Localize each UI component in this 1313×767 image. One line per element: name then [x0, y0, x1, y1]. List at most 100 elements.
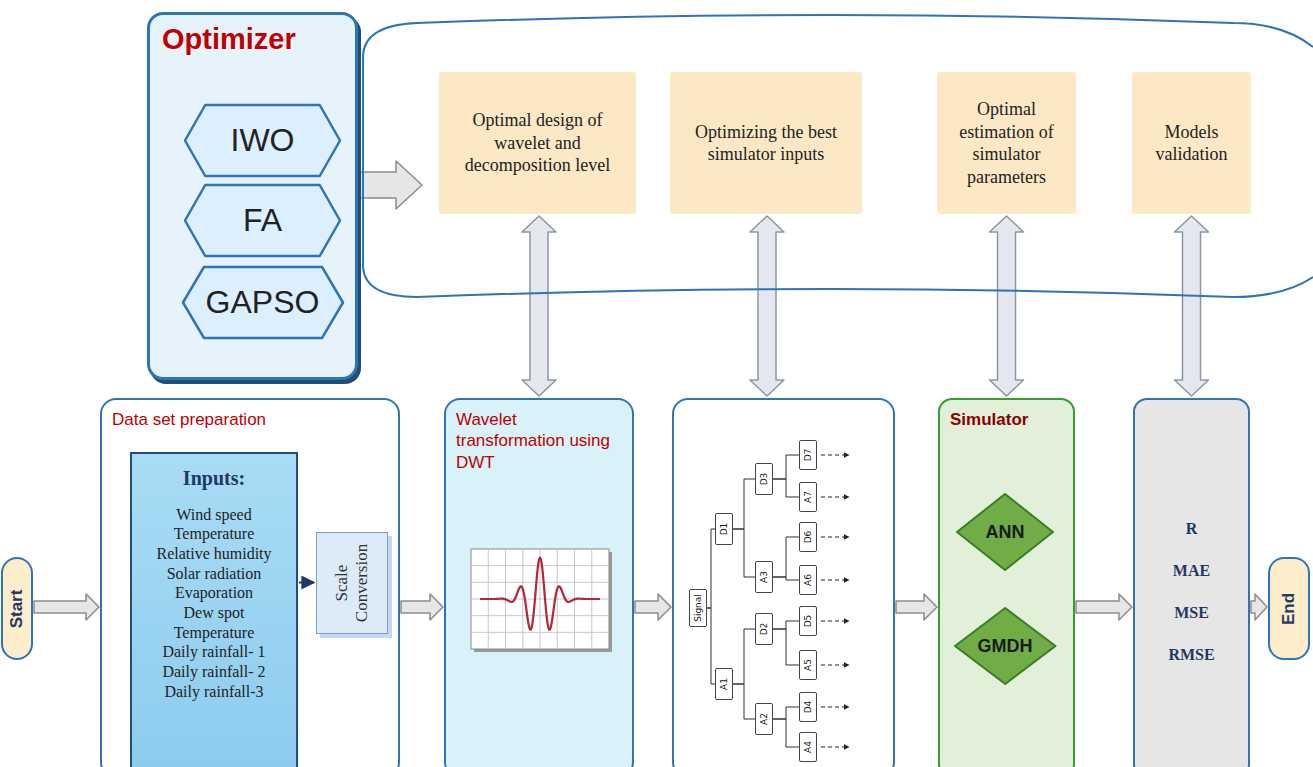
tree-link: [773, 537, 799, 577]
tree-node: A2: [755, 703, 773, 735]
box-label: Temperature: [174, 524, 255, 544]
task-box: Optimizing the best simulator inputs: [670, 72, 862, 214]
hexagon-shape: [183, 267, 343, 338]
tree-link: [707, 608, 715, 684]
box-label: Optimal design of wavelet and decomposit…: [445, 109, 630, 177]
box-label: Optimal estimation of simulator paramete…: [943, 98, 1070, 188]
end-terminal: End: [1268, 557, 1310, 660]
exchange-arrow: [750, 216, 784, 396]
box-label: IWO: [231, 122, 295, 159]
leaf-output-arrow: [821, 621, 849, 622]
box-label: ANN: [986, 522, 1025, 543]
leaf-output-arrow: [821, 537, 849, 538]
box-label: R: [1186, 520, 1198, 538]
tree-node: A3: [755, 561, 773, 593]
box-label: A6: [803, 574, 813, 586]
panel-title: Data set preparation: [102, 400, 398, 439]
wavelet-panel: Wavelet transformation using DWT: [444, 398, 634, 767]
tree-link: [773, 707, 799, 719]
decomposition-panel: SignalD1A1D3A3D2A2D7A7D6A6D5A5D4A4: [672, 398, 895, 767]
tree-link: [733, 684, 755, 719]
flow-arrow: [1251, 594, 1267, 620]
flow-arrow: [635, 594, 671, 620]
box-label: MAE: [1173, 562, 1210, 580]
wavelet-illustration: [470, 548, 614, 654]
box-label: GMDH: [978, 636, 1033, 657]
tree-node: A4: [799, 732, 817, 762]
box-label: Daily rainfall-3: [164, 682, 263, 702]
box-label: Evaporation: [175, 583, 253, 603]
hexagon-shape: [185, 105, 340, 176]
grid-line: [471, 582, 609, 583]
box-label: D5: [803, 615, 813, 628]
panel-title: Wavelet transformation using DWT: [446, 400, 632, 482]
tree-link: [773, 479, 799, 497]
panel-title: Simulator: [940, 400, 1073, 440]
tree-node: D5: [799, 606, 817, 636]
algorithm-hexagon: FA: [183, 183, 342, 258]
tree-node: D2: [755, 613, 773, 645]
tree-node: D3: [755, 463, 773, 495]
box-label: Temperature: [174, 623, 255, 643]
box-label: GAPSO: [206, 284, 320, 321]
box-label: D7: [803, 449, 813, 462]
box-label: D4: [803, 701, 813, 714]
box-label: Scale Conversion: [332, 537, 373, 629]
leaf-output-arrow: [821, 580, 849, 581]
flow-arrow: [401, 594, 443, 620]
tree-link: [773, 577, 799, 580]
tree-link: [773, 629, 799, 665]
model-diamond: GMDH: [953, 606, 1058, 686]
input-arrow: [299, 582, 314, 584]
tree-node: D4: [799, 692, 817, 722]
tree-link: [773, 719, 799, 747]
flow-arrow: [34, 594, 99, 620]
tree-link: [733, 629, 755, 684]
box-label: D6: [803, 531, 813, 544]
box-label: A7: [803, 491, 813, 503]
task-box: Optimal design of wavelet and decomposit…: [439, 72, 636, 214]
panel-title: Optimizer: [150, 15, 355, 64]
box-label: End: [1279, 592, 1299, 624]
optimizer-panel: OptimizerIWO FA GAPSO: [147, 12, 358, 380]
inputs-box: Inputs:Wind speedTemperatureRelative hum…: [130, 452, 298, 767]
leaf-output-arrow: [821, 747, 849, 748]
box-label: A4: [803, 741, 813, 753]
box-label: RMSE: [1168, 646, 1214, 664]
box-label: Daily rainfall- 1: [162, 642, 265, 662]
tree-node: A6: [799, 565, 817, 595]
exchange-arrow: [990, 216, 1024, 396]
box-label: Dew spot: [184, 603, 245, 623]
tree-node: Signal: [689, 589, 707, 627]
leaf-output-arrow: [821, 665, 849, 666]
data-panel: Data set preparationInputs:Wind speedTem…: [100, 398, 400, 767]
box-label: Solar radiation: [167, 564, 262, 584]
exchange-arrow: [522, 216, 556, 396]
grid-line: [471, 565, 609, 566]
diamond-shape: [957, 494, 1053, 570]
leaf-output-arrow: [821, 497, 849, 498]
wavelet-curve: [480, 558, 600, 630]
tree-link: [707, 529, 715, 608]
tree-node: A1: [715, 668, 733, 700]
box-label: Wind speed: [176, 505, 251, 525]
box-label: Inputs:: [183, 466, 245, 491]
algorithm-hexagon: GAPSO: [181, 265, 345, 340]
metrics-panel: RMAEMSERMSE: [1133, 398, 1250, 767]
flow-arrow: [359, 161, 422, 209]
flow-arrow: [896, 594, 937, 620]
leaf-output-arrow: [821, 707, 849, 708]
optimization-band: Optimal design of wavelet and decomposit…: [357, 5, 1313, 305]
box-label: FA: [243, 202, 282, 239]
leaf-output-arrow: [821, 455, 849, 456]
bracket-band-shape: [363, 15, 1313, 297]
diamond-shape: [955, 608, 1056, 684]
tree-link: [733, 479, 755, 529]
tree-link: [773, 455, 799, 479]
task-box: Optimal estimation of simulator paramete…: [937, 72, 1076, 214]
box-label: A3: [759, 571, 769, 583]
grid-line: [471, 632, 609, 633]
box-label: A2: [759, 713, 769, 725]
box-label: A1: [719, 678, 729, 690]
start-terminal: Start: [1, 557, 33, 660]
